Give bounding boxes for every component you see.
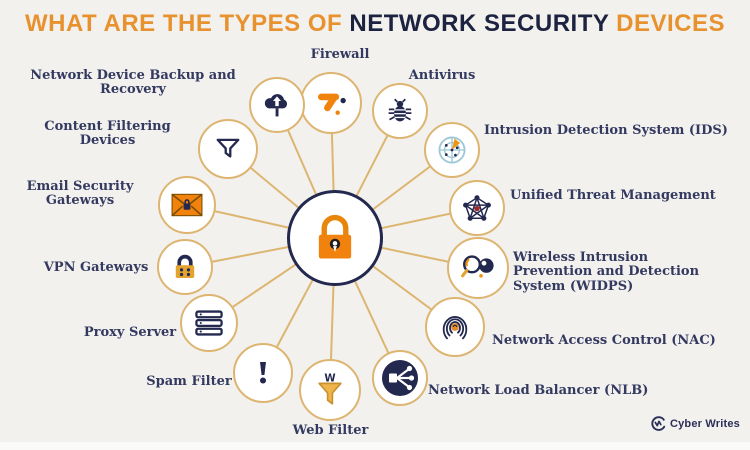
node-proxy [180,294,238,352]
load-balancer-icon [382,360,418,396]
firewall-icon [317,93,346,115]
label-firewall: Firewall [310,47,370,62]
cyber-writes-logo-icon [651,416,666,431]
node-web-filter: W [299,359,361,421]
radar-icon [438,136,466,164]
title-part-1: WHAT ARE THE TYPES OF [25,10,343,37]
title-part-3: DEVICES [616,10,725,37]
cloud-backup-icon [264,94,288,117]
node-widps [447,237,509,299]
label-spam: Spam Filter [146,374,232,389]
label-email-security: Email Security Gateways [26,179,134,209]
cyber-writes-logo-text: Cyber Writes [669,417,740,430]
node-nlb [372,350,428,406]
node-nac [425,297,485,357]
center-hub [287,190,383,286]
fingerprint-icon [442,316,468,340]
label-web-filter: Web Filter [292,423,369,438]
node-vpn [157,239,213,295]
label-proxy: Proxy Server [83,325,177,340]
node-utm [449,180,505,236]
cyber-writes-logo: Cyber Writes [650,415,740,432]
padlock-icon [318,214,352,259]
magnifier-eye-icon [461,255,494,278]
svg-text:W: W [324,374,335,385]
page-title: WHAT ARE THE TYPES OF NETWORK SECURITY D… [0,10,750,38]
exclamation-icon [260,362,266,384]
node-email-security [158,176,216,234]
label-nlb: Network Load Balancer (NLB) [428,383,649,398]
label-utm: Unified Threat Management [510,188,716,203]
label-ids: Intrusion Detection System (IDS) [484,123,728,138]
secure-email-icon [171,193,203,217]
node-spam [233,343,293,403]
network-graph-icon [463,195,491,221]
node-firewall [300,72,362,134]
server-stack-icon [195,310,223,336]
label-backup: Network Device Backup and Recovery [30,68,236,98]
node-ids [424,122,480,178]
node-backup [249,77,305,133]
funnel-outline-icon [216,138,240,158]
node-antivirus [372,83,428,139]
padlock-keypad-icon [175,254,195,278]
node-content-filtering [198,119,258,179]
label-antivirus: Antivirus [408,68,476,83]
title-part-2: NETWORK SECURITY [349,10,609,37]
bottom-strip [0,442,750,450]
label-nac: Network Access Control (NAC) [492,333,716,348]
label-content-filtering: Content Filtering Devices [44,119,171,149]
bug-icon [388,98,412,122]
label-widps: Wireless Intrusion Prevention and Detect… [513,250,700,294]
web-funnel-icon: W [318,374,342,405]
label-vpn: VPN Gateways [43,260,149,275]
